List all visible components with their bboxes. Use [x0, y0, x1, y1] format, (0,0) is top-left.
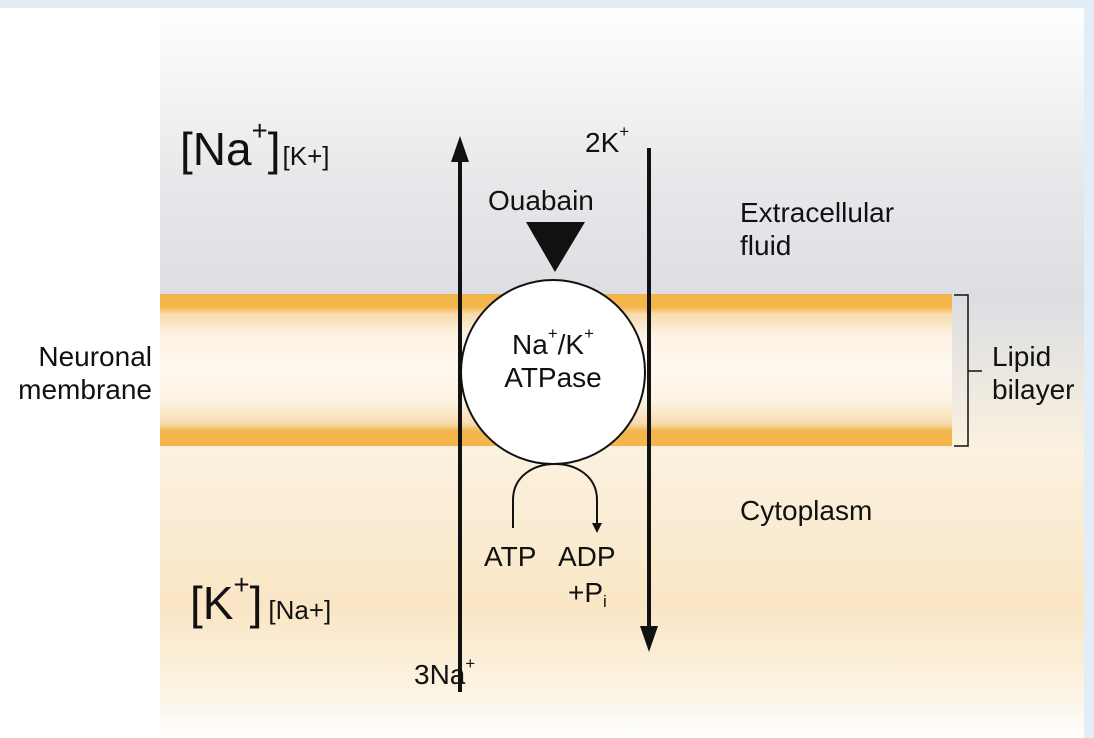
three-na-sup: + — [465, 653, 476, 673]
k-influx-arrow — [640, 148, 658, 652]
pump-k-sup: + — [584, 323, 594, 343]
pump-label-line-2: ATPase — [504, 362, 602, 393]
three-na-label: 3Na+ — [414, 655, 475, 691]
two-k-text: 2K — [585, 127, 620, 158]
neuronal-line-2: membrane — [18, 374, 152, 405]
pump-na-sup: + — [547, 323, 558, 343]
k-outside-small-text: [K+] — [282, 141, 330, 171]
ouabain-triangle — [526, 222, 585, 272]
atp-hydrolysis-arrow — [512, 463, 598, 528]
extracellular-line-1: Extracellular — [740, 197, 895, 228]
cytoplasm-label: Cytoplasm — [740, 495, 873, 526]
pump-k-text: /K — [557, 329, 585, 360]
neuronal-membrane-label: Neuronal membrane — [0, 340, 152, 406]
lipid-bilayer-label: Lipid bilayer — [992, 340, 1074, 406]
na-outside-bracket: ] — [267, 123, 281, 175]
frame-top-border — [0, 0, 1094, 8]
k-inside-sup: + — [233, 569, 250, 601]
intracellular-concentration-label: [K+][Na+] — [190, 571, 332, 630]
k-inside-bracket: ] — [249, 577, 263, 629]
pump-label-line-1: Na+/K+ — [473, 325, 633, 361]
lipid-line-1: Lipid — [992, 341, 1052, 372]
atp-hydrolysis-arrowhead — [592, 523, 602, 533]
two-k-label: 2K+ — [585, 123, 629, 159]
extracellular-line-2: fluid — [740, 230, 792, 261]
na-efflux-arrow — [451, 136, 469, 692]
na-outside-sup: + — [251, 115, 268, 147]
three-na-text: 3Na — [414, 659, 466, 690]
pump-label: Na+/K+ ATPase — [473, 325, 633, 394]
neuronal-line-1: Neuronal — [38, 341, 152, 372]
na-outside-text: [Na — [180, 123, 252, 175]
atp-label: ATP — [484, 541, 537, 572]
lipid-bilayer-bracket — [954, 294, 982, 447]
two-k-sup: + — [619, 121, 630, 141]
extracellular-concentration-label: [Na+][K+] — [180, 117, 330, 176]
pump-na-text: Na — [512, 329, 548, 360]
frame-right-border — [1084, 0, 1094, 738]
extracellular-fluid-label: Extracellular fluid — [740, 196, 894, 262]
pi-subscript: i — [603, 592, 607, 612]
pi-prefix-text: +P — [568, 577, 604, 608]
pi-label: +Pi — [568, 576, 607, 612]
ouabain-label: Ouabain — [488, 185, 594, 216]
lipid-line-2: bilayer — [992, 374, 1075, 405]
k-inside-text: [K — [190, 577, 234, 629]
na-inside-small-text: [Na+] — [268, 595, 332, 625]
adp-label: ADP — [558, 541, 616, 572]
